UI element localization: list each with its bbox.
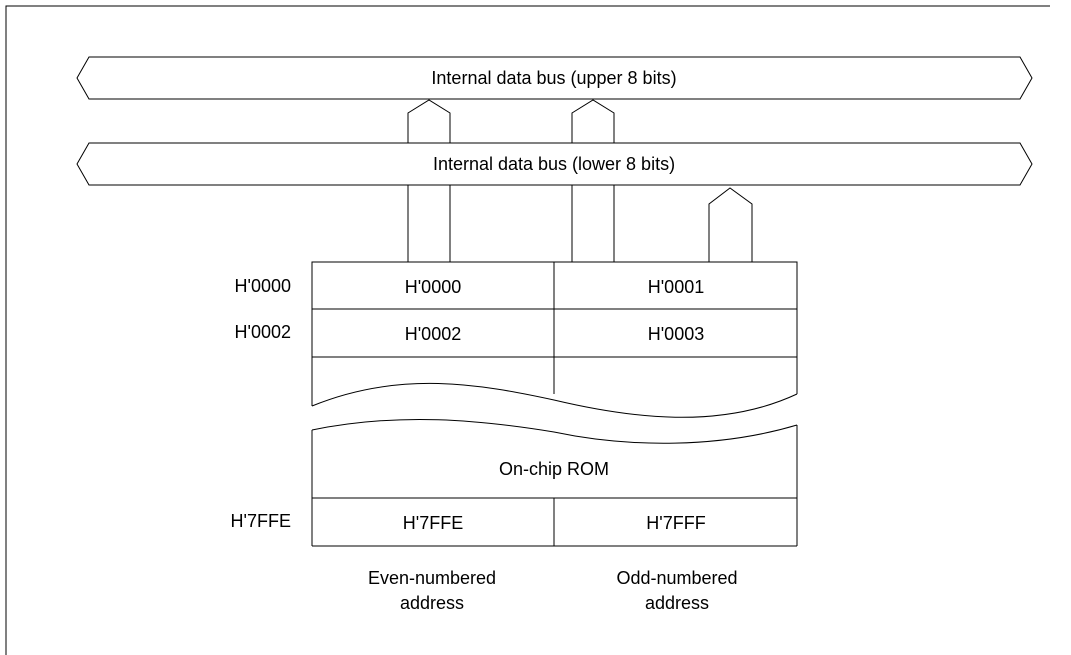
row-address-0: H'0000 [235,276,291,296]
break-mask-top [311,394,798,410]
bus-lower [76,142,1033,186]
cell-even-1: H'0002 [405,324,461,344]
even-caption-line1: Even-numbered [368,568,496,588]
cell-even-0: H'0000 [405,277,461,297]
cell-odd-1: H'0003 [648,324,704,344]
cell-odd-0: H'0001 [648,277,704,297]
odd-caption-line1: Odd-numbered [616,568,737,588]
rom-label: On-chip ROM [499,459,609,479]
row-address-last: H'7FFE [231,511,291,531]
figure-frame [5,5,1050,655]
even-caption-line2: address [400,593,464,613]
cell-even-last: H'7FFE [403,513,463,533]
bus-upper-label: Internal data bus (upper 8 bits) [431,68,676,88]
bus-upper [76,56,1033,100]
odd-caption-line2: address [645,593,709,613]
break-wave-bottom [311,418,798,444]
break-wave-top [311,382,798,418]
row-address-1: H'0002 [235,322,291,342]
bus-lower-label: Internal data bus (lower 8 bits) [433,154,675,174]
cell-odd-last: H'7FFF [646,513,705,533]
connector-odd-lower [708,187,753,263]
